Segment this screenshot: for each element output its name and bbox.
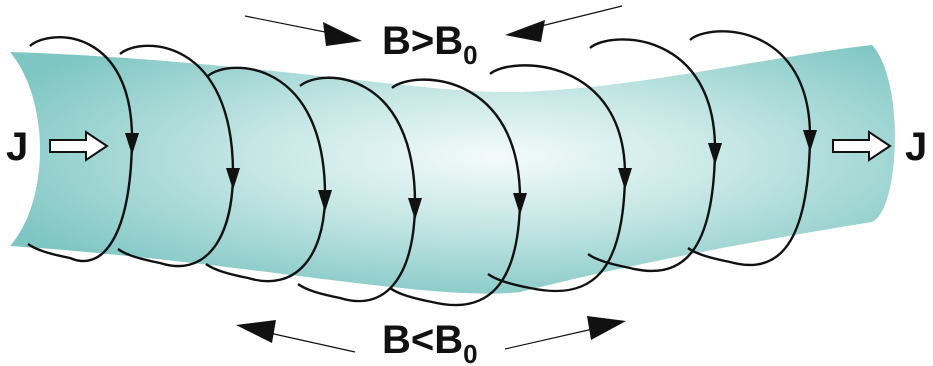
flux-tube [10,45,895,294]
bottom-field-label: B<B0 [382,318,478,366]
field-arrow-top-right-icon [505,20,545,42]
field-arrow-top-left-icon [323,22,362,46]
top-field-label: B>B0 [382,19,478,70]
current-label-right: J [905,125,927,169]
field-arrow-bottom-left-icon [236,320,276,343]
field-arrow-bottom-right-icon [587,316,626,340]
current-label-left: J [6,125,28,169]
